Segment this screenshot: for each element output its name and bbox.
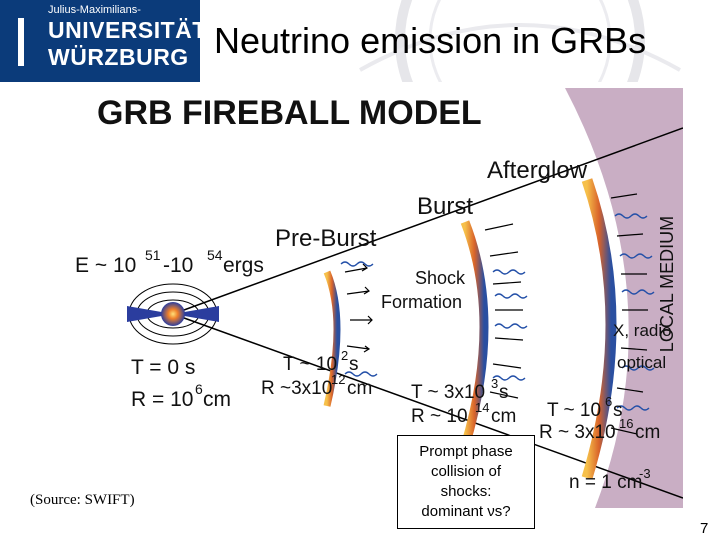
energy-label: E ~ 10 51 -10 54 ergs <box>75 247 264 277</box>
logo-mark <box>18 18 24 66</box>
logo-line-1: UNIVERSITÄT <box>48 17 207 43</box>
wavy-emission <box>340 213 655 411</box>
svg-text:2: 2 <box>341 348 348 363</box>
university-logo[interactable]: Julius-Maximilians- UNIVERSITÄT WÜRZBURG <box>0 0 206 82</box>
svg-text:6: 6 <box>195 381 203 397</box>
emission-arrows <box>344 193 648 435</box>
source-note: (Source: SWIFT) <box>30 492 135 508</box>
svg-text:6: 6 <box>605 394 612 409</box>
r3-label: R ~ 3x10 16 cm <box>539 416 660 443</box>
svg-text:14: 14 <box>475 400 489 415</box>
t2-label: T ~ 3x10 3 s <box>411 376 509 403</box>
svg-text:cm: cm <box>203 388 231 411</box>
burst-shell <box>460 220 489 448</box>
svg-text:s: s <box>613 400 623 421</box>
slide-header: Julius-Maximilians- UNIVERSITÄT WÜRZBURG… <box>0 0 720 82</box>
local-medium-label: LOCAL MEDIUM <box>657 216 677 352</box>
svg-text:-3: -3 <box>639 466 651 481</box>
slide-title: Neutrino emission in GRBs <box>214 20 647 61</box>
svg-text:-10: -10 <box>163 254 193 277</box>
svg-text:R ~3x10: R ~3x10 <box>261 378 332 399</box>
density-label: n = 1 cm -3 <box>569 466 651 493</box>
xray-radio-label: X, radio <box>613 321 672 340</box>
optical-label: optical <box>617 353 666 372</box>
figure-heading: GRB FIREBALL MODEL <box>97 94 482 132</box>
shock-label: Shock <box>415 268 466 288</box>
prompt-phase-callout: Prompt phase collision of shocks: domina… <box>397 435 535 529</box>
svg-text:T ~ 10: T ~ 10 <box>283 354 337 375</box>
svg-text:s: s <box>349 354 359 375</box>
svg-text:s: s <box>499 382 509 403</box>
seal-watermark <box>359 0 681 82</box>
t0-label: T = 0 s <box>131 356 195 379</box>
svg-text:n = 1 cm: n = 1 cm <box>569 472 642 493</box>
pre-burst-shell <box>323 270 341 407</box>
svg-text:R ~ 3x10: R ~ 3x10 <box>539 422 616 443</box>
svg-text:54: 54 <box>207 247 223 263</box>
svg-text:cm: cm <box>491 406 516 427</box>
svg-text:T ~ 10: T ~ 10 <box>547 400 601 421</box>
central-engine <box>127 283 219 345</box>
callout-line-2: collision of <box>430 463 502 480</box>
burst-label: Burst <box>417 193 473 220</box>
svg-text:E ~ 10: E ~ 10 <box>75 254 136 277</box>
r1-label: R ~3x10 12 cm <box>261 372 372 399</box>
callout-line-3: shocks: <box>440 483 492 500</box>
afterglow-shell <box>581 178 617 480</box>
svg-text:12: 12 <box>331 372 345 387</box>
page-number: 7 <box>700 520 709 537</box>
svg-text:cm: cm <box>635 422 660 443</box>
svg-text:R ~ 10: R ~ 10 <box>411 406 468 427</box>
logo-line-2: WÜRZBURG <box>48 44 189 70</box>
r0-label: R = 10 6 cm <box>131 381 231 411</box>
svg-text:R = 10: R = 10 <box>131 388 193 411</box>
fireball-model-figure: GRB FIREBALL MODEL Afterglow Burst Pre-B… <box>65 88 683 508</box>
svg-text:ergs: ergs <box>223 254 264 277</box>
svg-text:T ~ 3x10: T ~ 3x10 <box>411 382 485 403</box>
svg-text:3: 3 <box>491 376 498 391</box>
callout-line-1: Prompt phase <box>419 443 513 460</box>
callout-line-4: dominant νs? <box>421 503 511 520</box>
afterglow-label: Afterglow <box>487 157 588 184</box>
logo-small-text: Julius-Maximilians- <box>48 4 141 16</box>
svg-text:51: 51 <box>145 247 161 263</box>
t1-label: T ~ 10 2 s <box>283 348 359 375</box>
pre-burst-label: Pre-Burst <box>275 225 377 252</box>
r2-label: R ~ 10 14 cm <box>411 400 516 427</box>
t3-label: T ~ 10 6 s <box>547 394 623 421</box>
svg-text:16: 16 <box>619 416 633 431</box>
svg-text:cm: cm <box>347 378 372 399</box>
formation-label: Formation <box>381 292 462 312</box>
local-medium-region <box>565 88 683 508</box>
